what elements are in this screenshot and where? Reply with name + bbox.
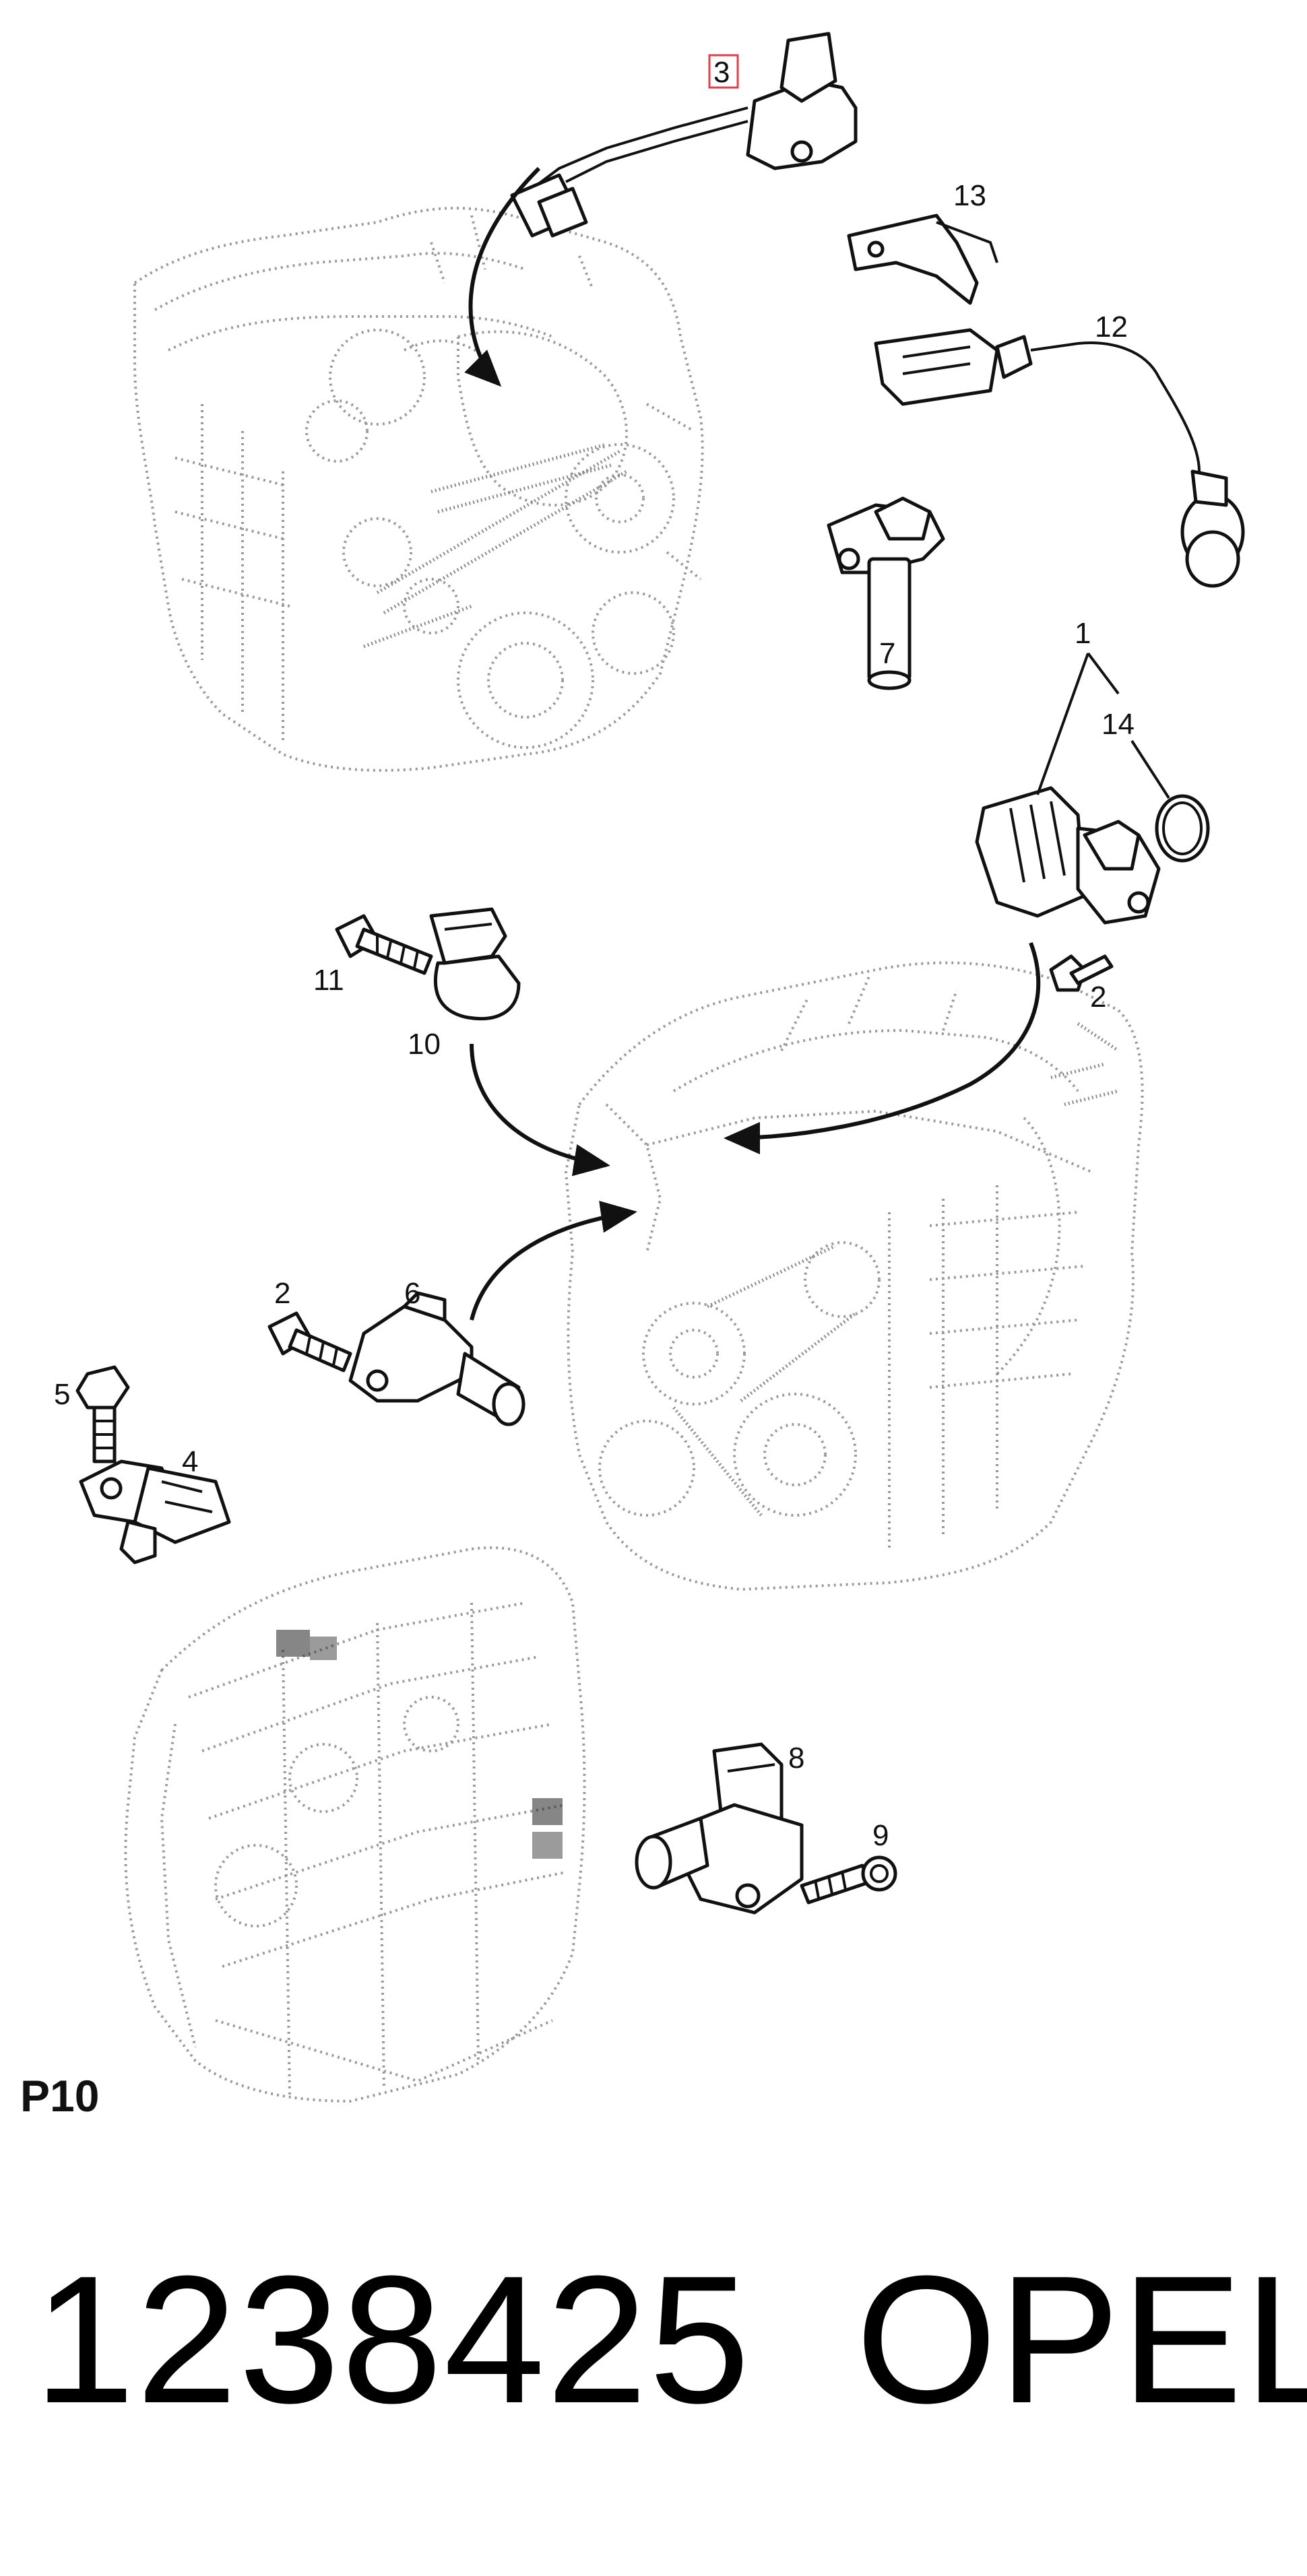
- engine-illustration-middle: [564, 961, 1144, 1591]
- part-3-sensor-with-harness[interactable]: [510, 32, 858, 238]
- leader-lines: [1036, 652, 1170, 799]
- callout-2-lower[interactable]: 2: [274, 1277, 290, 1310]
- part-5-bolt[interactable]: [75, 1365, 130, 1463]
- part-1-sensor[interactable]: [975, 786, 1161, 925]
- part-4-sensor[interactable]: [79, 1459, 231, 1564]
- part-number: 1238425: [34, 2239, 752, 2441]
- callout-11[interactable]: 11: [313, 964, 344, 997]
- part-6-sensor[interactable]: [348, 1291, 525, 1426]
- engine-illustration-bottom: [124, 1546, 586, 2103]
- part-7-position-sensor[interactable]: [827, 496, 945, 690]
- highlight-box-3: [708, 54, 739, 89]
- callout-13[interactable]: 13: [953, 179, 986, 212]
- callout-14[interactable]: 14: [1102, 708, 1135, 741]
- part-14-o-ring[interactable]: [1155, 794, 1210, 863]
- part-9-bolt[interactable]: [800, 1855, 897, 1905]
- part-2-bolt-lower[interactable]: [267, 1311, 352, 1373]
- callout-3[interactable]: 3: [713, 56, 730, 89]
- callout-6[interactable]: 6: [404, 1277, 420, 1310]
- callout-8[interactable]: 8: [788, 1742, 804, 1775]
- callout-5[interactable]: 5: [54, 1378, 70, 1411]
- part-13-bracket[interactable]: [847, 213, 998, 305]
- brand-name: OPEL: [856, 2239, 1307, 2441]
- sheet-label: P10: [20, 2071, 99, 2121]
- engine-illustration-top: [133, 207, 704, 772]
- callout-7[interactable]: 7: [879, 637, 895, 670]
- part-2-bolt-upper[interactable]: [1049, 954, 1114, 992]
- callout-10[interactable]: 10: [408, 1028, 441, 1061]
- assembly-arrows: [464, 166, 1041, 1321]
- part-8-sensor[interactable]: [635, 1742, 804, 1915]
- callout-12[interactable]: 12: [1095, 310, 1128, 343]
- callout-4[interactable]: 4: [182, 1445, 198, 1478]
- callout-1[interactable]: 1: [1075, 617, 1091, 650]
- part-11-bolt[interactable]: [335, 914, 433, 975]
- part-12-knock-sensor[interactable]: [874, 328, 1245, 588]
- part-10-sensor[interactable]: [429, 907, 521, 1021]
- callout-labels: 3 13 12 7 1 14 2 11 10 2 6 5 4 8 9 P10: [20, 54, 1135, 2121]
- callout-9[interactable]: 9: [872, 1819, 889, 1852]
- callout-2-upper[interactable]: 2: [1090, 981, 1106, 1014]
